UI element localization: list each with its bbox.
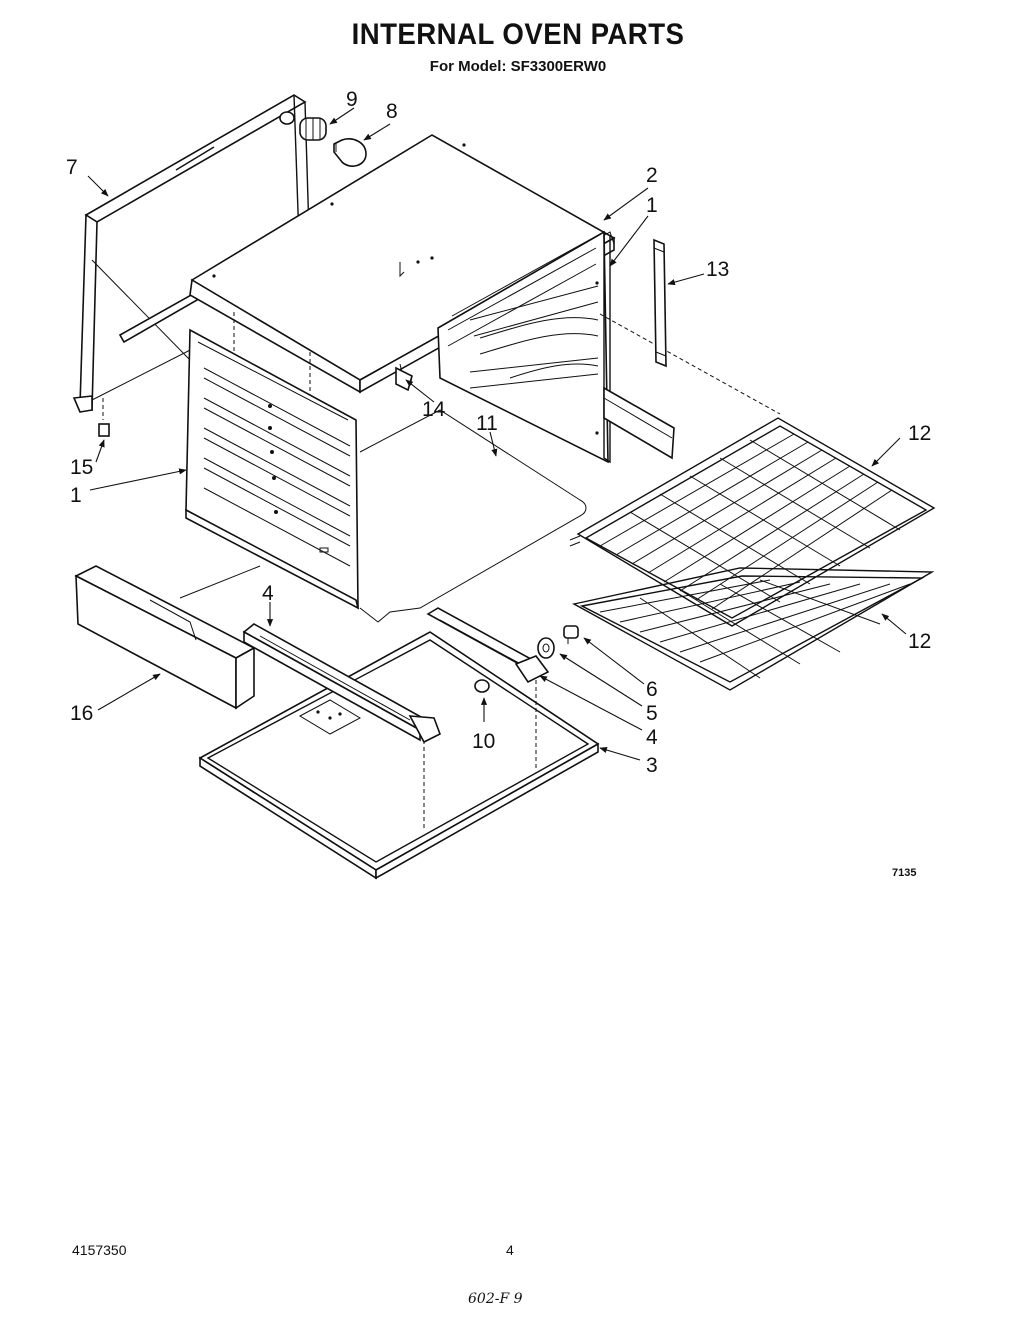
- side-wall-right-1: [437, 230, 781, 464]
- callout-3: 3: [646, 754, 658, 777]
- lamp-bulb-8: [333, 138, 367, 167]
- oven-rack-upper-12: [569, 417, 936, 627]
- figure-number: 7135: [892, 867, 916, 879]
- vent-trim-16: [74, 565, 261, 710]
- callout-4-right: 4: [646, 726, 658, 749]
- callout-14: 14: [422, 398, 446, 421]
- callout-1-left: 1: [70, 484, 82, 507]
- bottom-frame-3: [198, 631, 600, 880]
- screw-15: [98, 423, 110, 437]
- callout-15: 15: [70, 456, 93, 479]
- callout-labels: 7 9 8 2 1 13 14 11 15 1 12 12 16 4 6 5 4…: [66, 88, 931, 879]
- clip-10: [474, 679, 490, 693]
- handwritten-note: 602-F 9: [468, 1291, 523, 1307]
- callout-7: 7: [66, 156, 78, 179]
- screw-6: [563, 625, 579, 644]
- callout-1-right: 1: [646, 194, 658, 217]
- side-trim-strip-13: [653, 238, 667, 368]
- callout-leaders: [87, 107, 907, 761]
- element-bracket-right-4: [426, 607, 550, 684]
- callout-6: 6: [646, 678, 658, 701]
- lamp-socket-9: [279, 111, 327, 141]
- callout-13: 13: [706, 258, 729, 281]
- oven-rack-lower-12: [572, 567, 935, 691]
- side-wall-left-1: [185, 328, 360, 610]
- page-number: 4: [506, 1242, 514, 1258]
- callout-16: 16: [70, 702, 93, 725]
- clip-14: [395, 366, 413, 392]
- part-number: 4157350: [72, 1242, 127, 1258]
- callout-4-left: 4: [262, 582, 274, 605]
- callout-12-lower: 12: [908, 630, 931, 653]
- page-title: INTERNAL OVEN PARTS: [351, 18, 685, 51]
- callout-11: 11: [476, 412, 498, 435]
- receptacle-5: [537, 637, 555, 659]
- callout-12-upper: 12: [908, 422, 931, 445]
- callout-2: 2: [646, 164, 658, 187]
- callout-9: 9: [346, 88, 358, 111]
- callout-10: 10: [472, 730, 495, 753]
- callout-5: 5: [646, 702, 658, 725]
- callout-8: 8: [386, 100, 398, 123]
- element-bracket-4: [242, 623, 442, 744]
- model-subtitle: For Model: SF3300ERW0: [429, 58, 607, 75]
